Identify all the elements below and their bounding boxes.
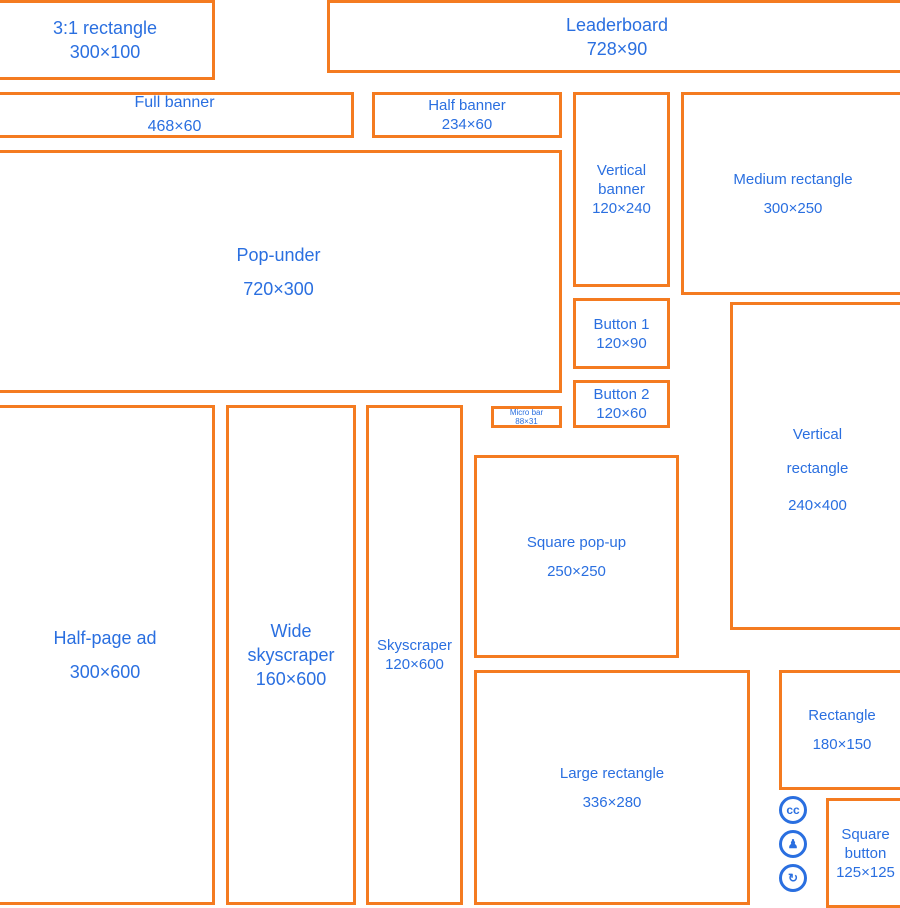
ad-size-box: Vertical banner 120×240 bbox=[573, 92, 670, 287]
ad-size-box: Full banner 468×60 bbox=[0, 92, 354, 138]
ad-size-box: Square pop-up 250×250 bbox=[474, 455, 679, 658]
ad-size: 468×60 bbox=[147, 118, 202, 135]
ad-size: 728×90 bbox=[586, 38, 648, 59]
ad-size-box: 3:1 rectangle 300×100 bbox=[0, 0, 215, 80]
ad-size-box: Button 2 120×60 bbox=[573, 380, 670, 428]
ad-name: Leaderboard bbox=[565, 14, 669, 35]
ad-name: Vertical banner bbox=[596, 162, 647, 198]
ad-name: Medium rectangle bbox=[733, 170, 853, 188]
ad-name: Half-page ad bbox=[53, 628, 157, 648]
ad-name: Skyscraper bbox=[376, 637, 453, 654]
ad-size-box: Medium rectangle 300×250 bbox=[681, 92, 900, 295]
ad-size-box: Wide skyscraper 160×600 bbox=[226, 405, 356, 905]
ad-size: 120×90 bbox=[596, 334, 647, 352]
ad-name: Large rectangle bbox=[559, 764, 665, 782]
ad-name: 3:1 rectangle bbox=[52, 18, 158, 38]
ad-name: Button 1 bbox=[593, 315, 650, 333]
ad-size: 234×60 bbox=[441, 116, 493, 133]
ad-name: Full banner bbox=[134, 94, 215, 111]
ad-size-box: Rectangle 180×150 bbox=[779, 670, 900, 790]
ad-name: Pop-under bbox=[236, 244, 321, 265]
ad-size-box: Large rectangle 336×280 bbox=[474, 670, 750, 905]
ad-name: Square button bbox=[841, 825, 890, 862]
ad-name: Micro bar bbox=[509, 408, 544, 417]
ad-size-box: Half-page ad 300×600 bbox=[0, 405, 215, 905]
ad-name: Button 2 bbox=[593, 386, 650, 403]
ad-name: Wide skyscraper bbox=[247, 621, 335, 665]
ad-name: Rectangle bbox=[808, 707, 876, 724]
share-alike-icon: ↻ bbox=[779, 864, 807, 892]
ad-name: Square pop-up bbox=[526, 533, 627, 551]
ad-size: 250×250 bbox=[547, 562, 606, 580]
ad-size: 300×600 bbox=[69, 662, 141, 682]
ad-size: 720×300 bbox=[243, 278, 314, 299]
ad-size: 300×100 bbox=[69, 42, 141, 62]
ad-size-box: Skyscraper 120×600 bbox=[366, 405, 463, 905]
ad-size: 160×600 bbox=[255, 669, 327, 689]
ad-size: 180×150 bbox=[812, 736, 872, 753]
ad-size: 88×31 bbox=[515, 417, 538, 426]
ad-size: 120×600 bbox=[385, 656, 444, 673]
ad-size: 120×60 bbox=[596, 405, 647, 422]
ad-name: Half banner bbox=[428, 97, 506, 114]
cc-icon: cc bbox=[779, 796, 807, 824]
ad-size: 240×400 bbox=[788, 496, 847, 514]
ad-size: 300×250 bbox=[763, 199, 823, 217]
ad-size-box: Half banner 234×60 bbox=[372, 92, 562, 138]
ad-size: 125×125 bbox=[836, 863, 895, 881]
ad-size: 336×280 bbox=[582, 793, 642, 811]
license-icons: cc ♟ ↻ bbox=[779, 796, 813, 898]
ad-size: 120×240 bbox=[592, 200, 651, 217]
ad-name: Vertical rectangle bbox=[786, 425, 849, 477]
ad-size-box: Vertical rectangle 240×400 bbox=[730, 302, 900, 630]
ad-size-box: Pop-under 720×300 bbox=[0, 150, 562, 393]
ad-size-box: Leaderboard 728×90 bbox=[327, 0, 900, 73]
attribution-icon: ♟ bbox=[779, 830, 807, 858]
